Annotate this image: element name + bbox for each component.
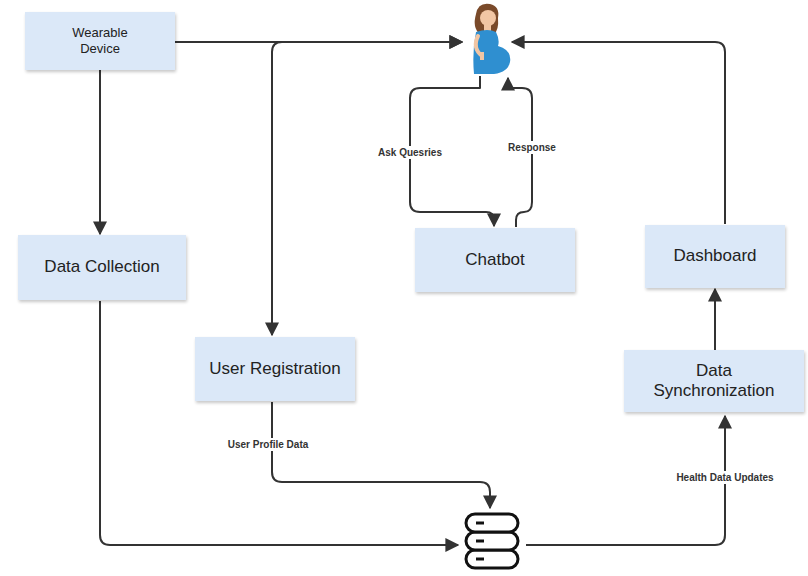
process-box: Data Collection <box>18 235 186 300</box>
flow-arrow <box>99 70 101 234</box>
dashboard-to-mother-line <box>512 42 725 224</box>
line-label: Health Data Updates <box>674 471 775 484</box>
box-label: Wearable Device <box>64 25 136 56</box>
process-box: Wearable Device <box>25 12 175 70</box>
line-label: Ask Quesries <box>376 146 444 159</box>
box-label: User Registration <box>209 359 340 379</box>
flow-arrow <box>714 289 716 350</box>
registration-to-database-line <box>272 402 490 508</box>
pregnant-woman-icon <box>473 4 510 74</box>
process-box: Data Synchronization <box>624 350 804 412</box>
process-box: Chatbot <box>415 228 575 292</box>
process-box: User Registration <box>195 337 355 401</box>
box-label: Dashboard <box>673 246 756 266</box>
box-label: Data Collection <box>44 257 159 277</box>
collection-to-database-line <box>100 301 458 545</box>
line-label: Response <box>506 141 558 154</box>
process-box: Dashboard <box>645 225 785 288</box>
box-label: Data Synchronization <box>634 361 794 402</box>
database-icon <box>466 514 518 568</box>
line-label: User Profile Data <box>226 438 311 451</box>
box-label: Chatbot <box>465 250 525 270</box>
